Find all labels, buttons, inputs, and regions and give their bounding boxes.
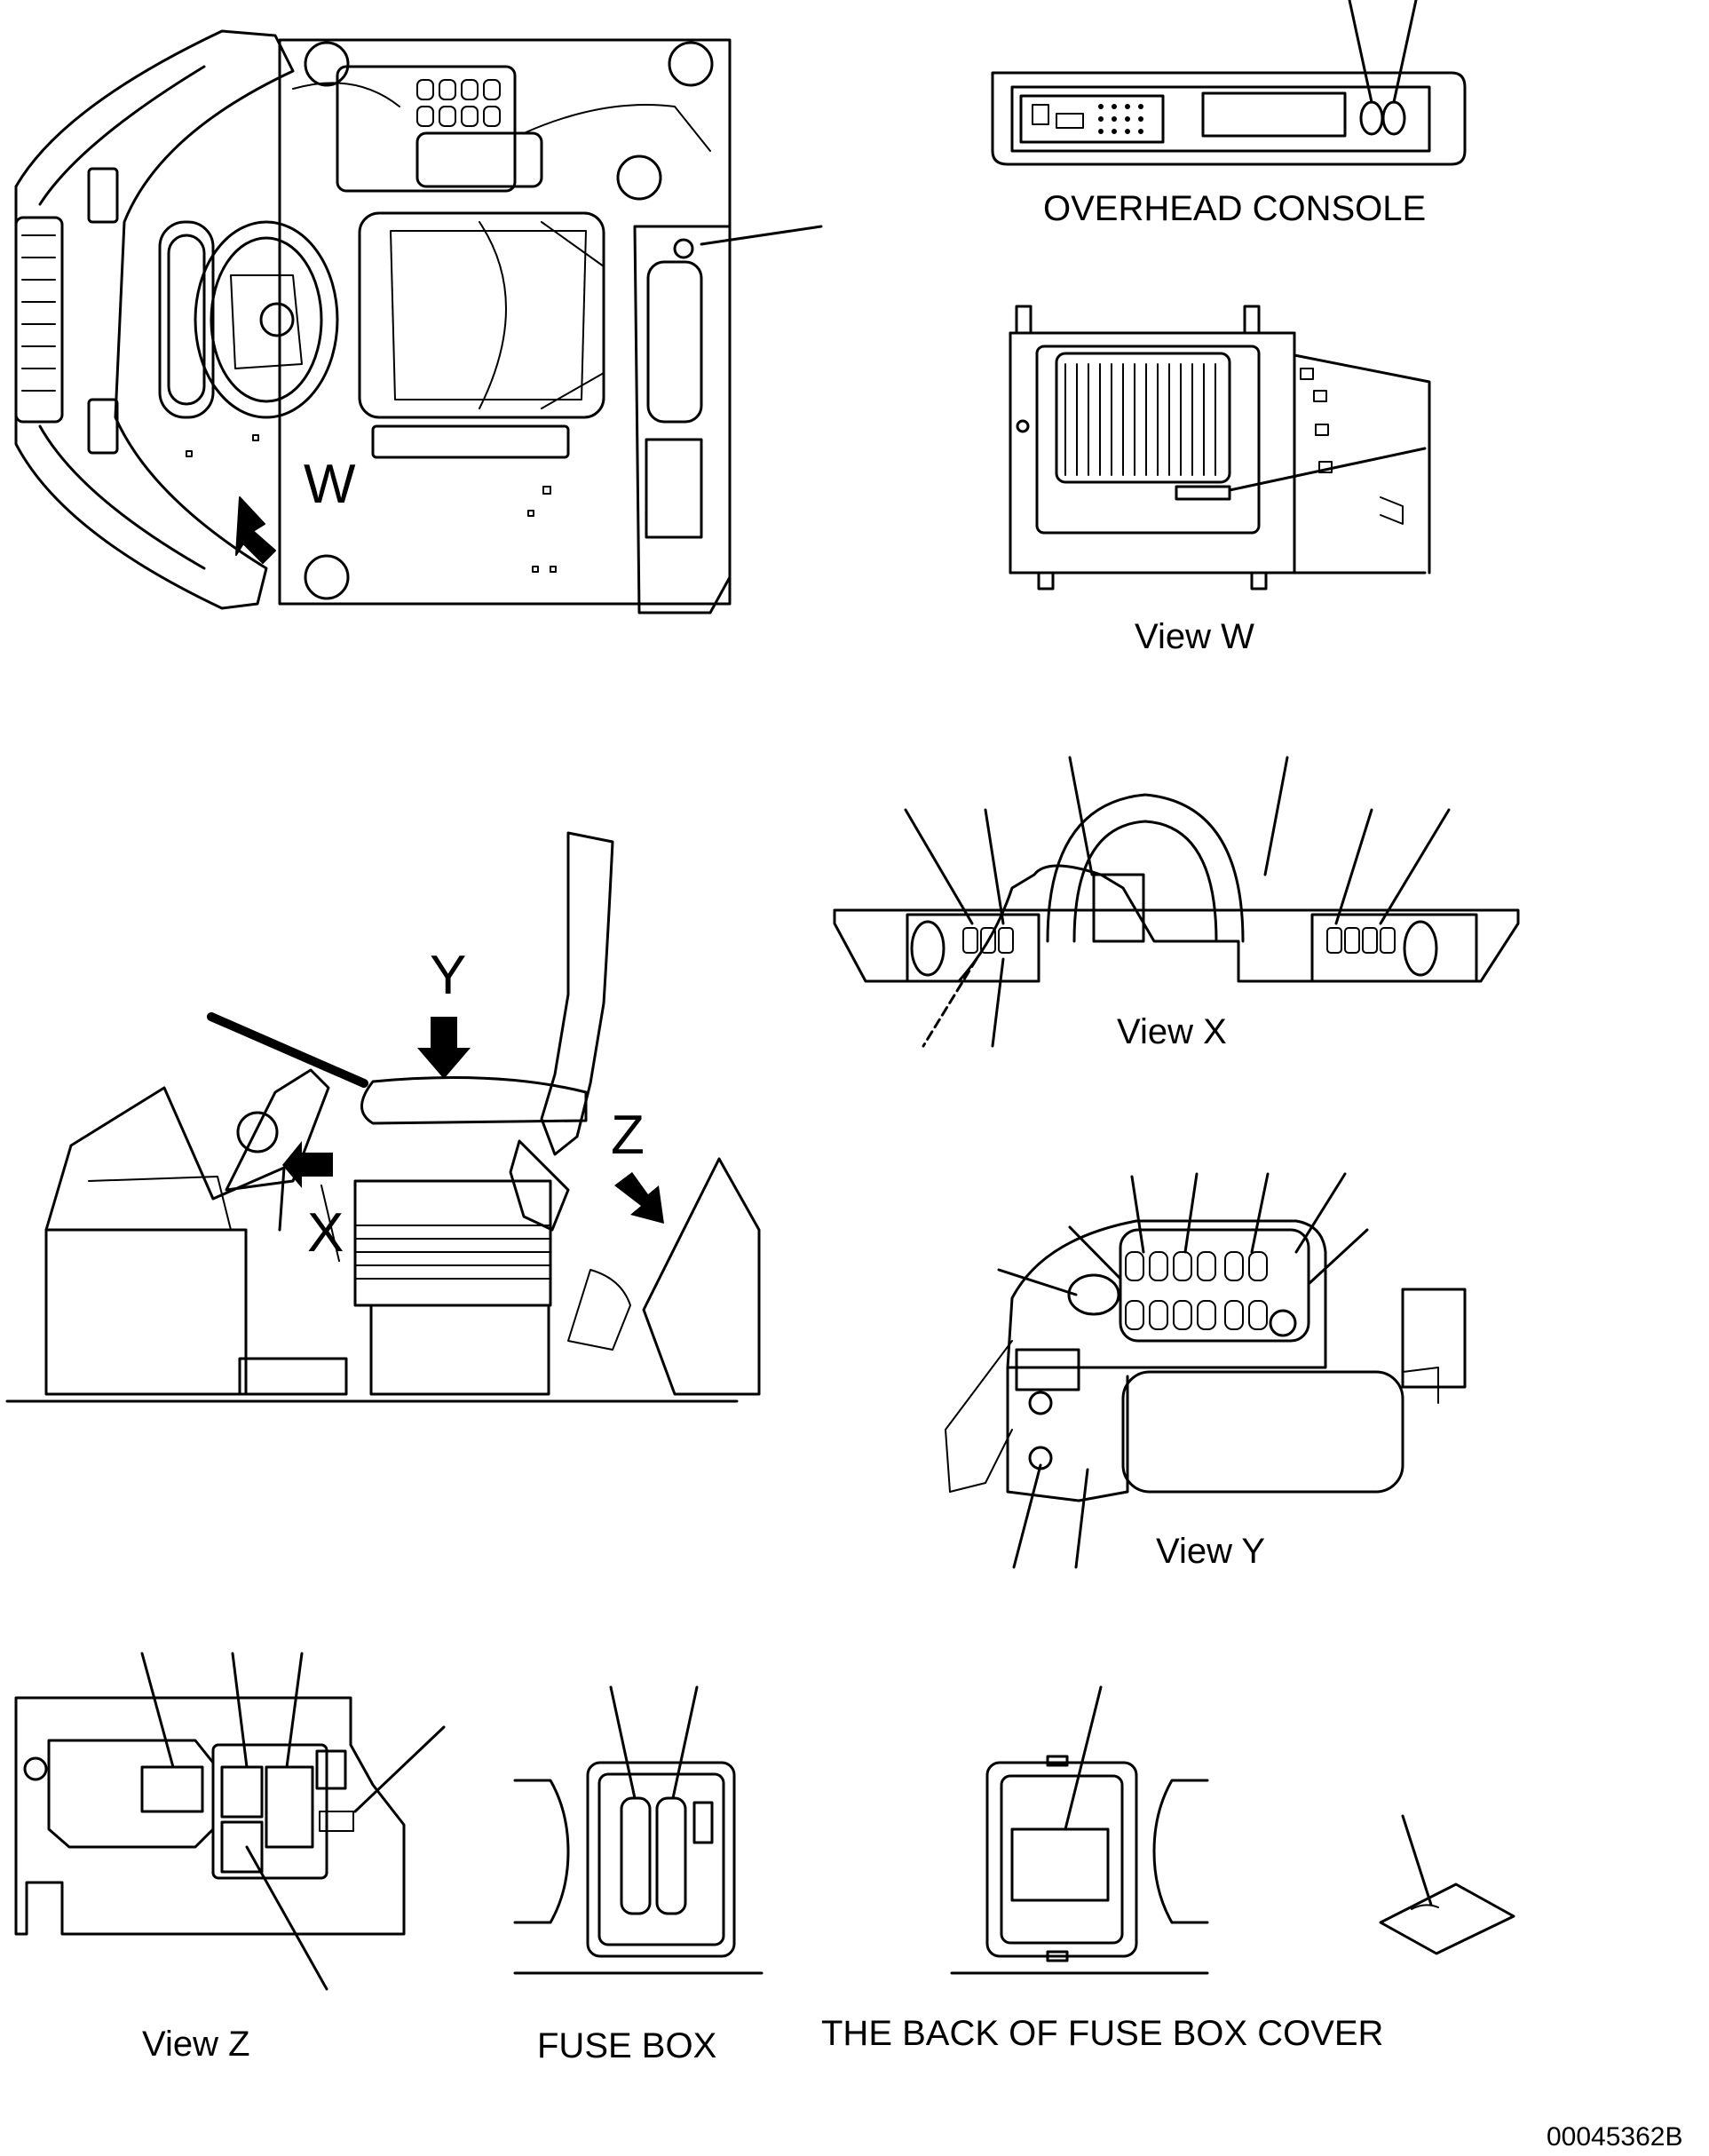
direction-letter-z: Z [611,1105,645,1166]
figure-code: 00045362B [1547,2122,1683,2152]
fuse-box-cover-back-label: THE BACK OF FUSE BOX COVER [821,2014,1384,2053]
view-w-drawing [1009,305,1431,591]
view-w-label: View W [1135,617,1254,656]
view-x-drawing [833,756,1520,1048]
view-x-label: View X [1117,1012,1227,1051]
fuse-box-cover-back-drawing [950,1685,1515,1975]
view-y-label: View Y [1156,1532,1266,1571]
cab-plan-view [14,29,823,614]
direction-letter-y: Y [430,945,467,1006]
direction-letter-w: W [304,454,356,515]
direction-letter-x: X [307,1202,344,1264]
overhead-console-drawing [991,0,1467,166]
view-z-drawing [14,1652,446,1991]
fuse-box-label: FUSE BOX [537,2026,717,2065]
view-y-drawing [945,1172,1467,1569]
fuse-box-drawing [513,1685,764,1975]
cab-side-view [5,831,761,1403]
overhead-console-label: OVERHEAD CONSOLE [1043,189,1427,228]
view-z-label: View Z [142,2025,250,2064]
